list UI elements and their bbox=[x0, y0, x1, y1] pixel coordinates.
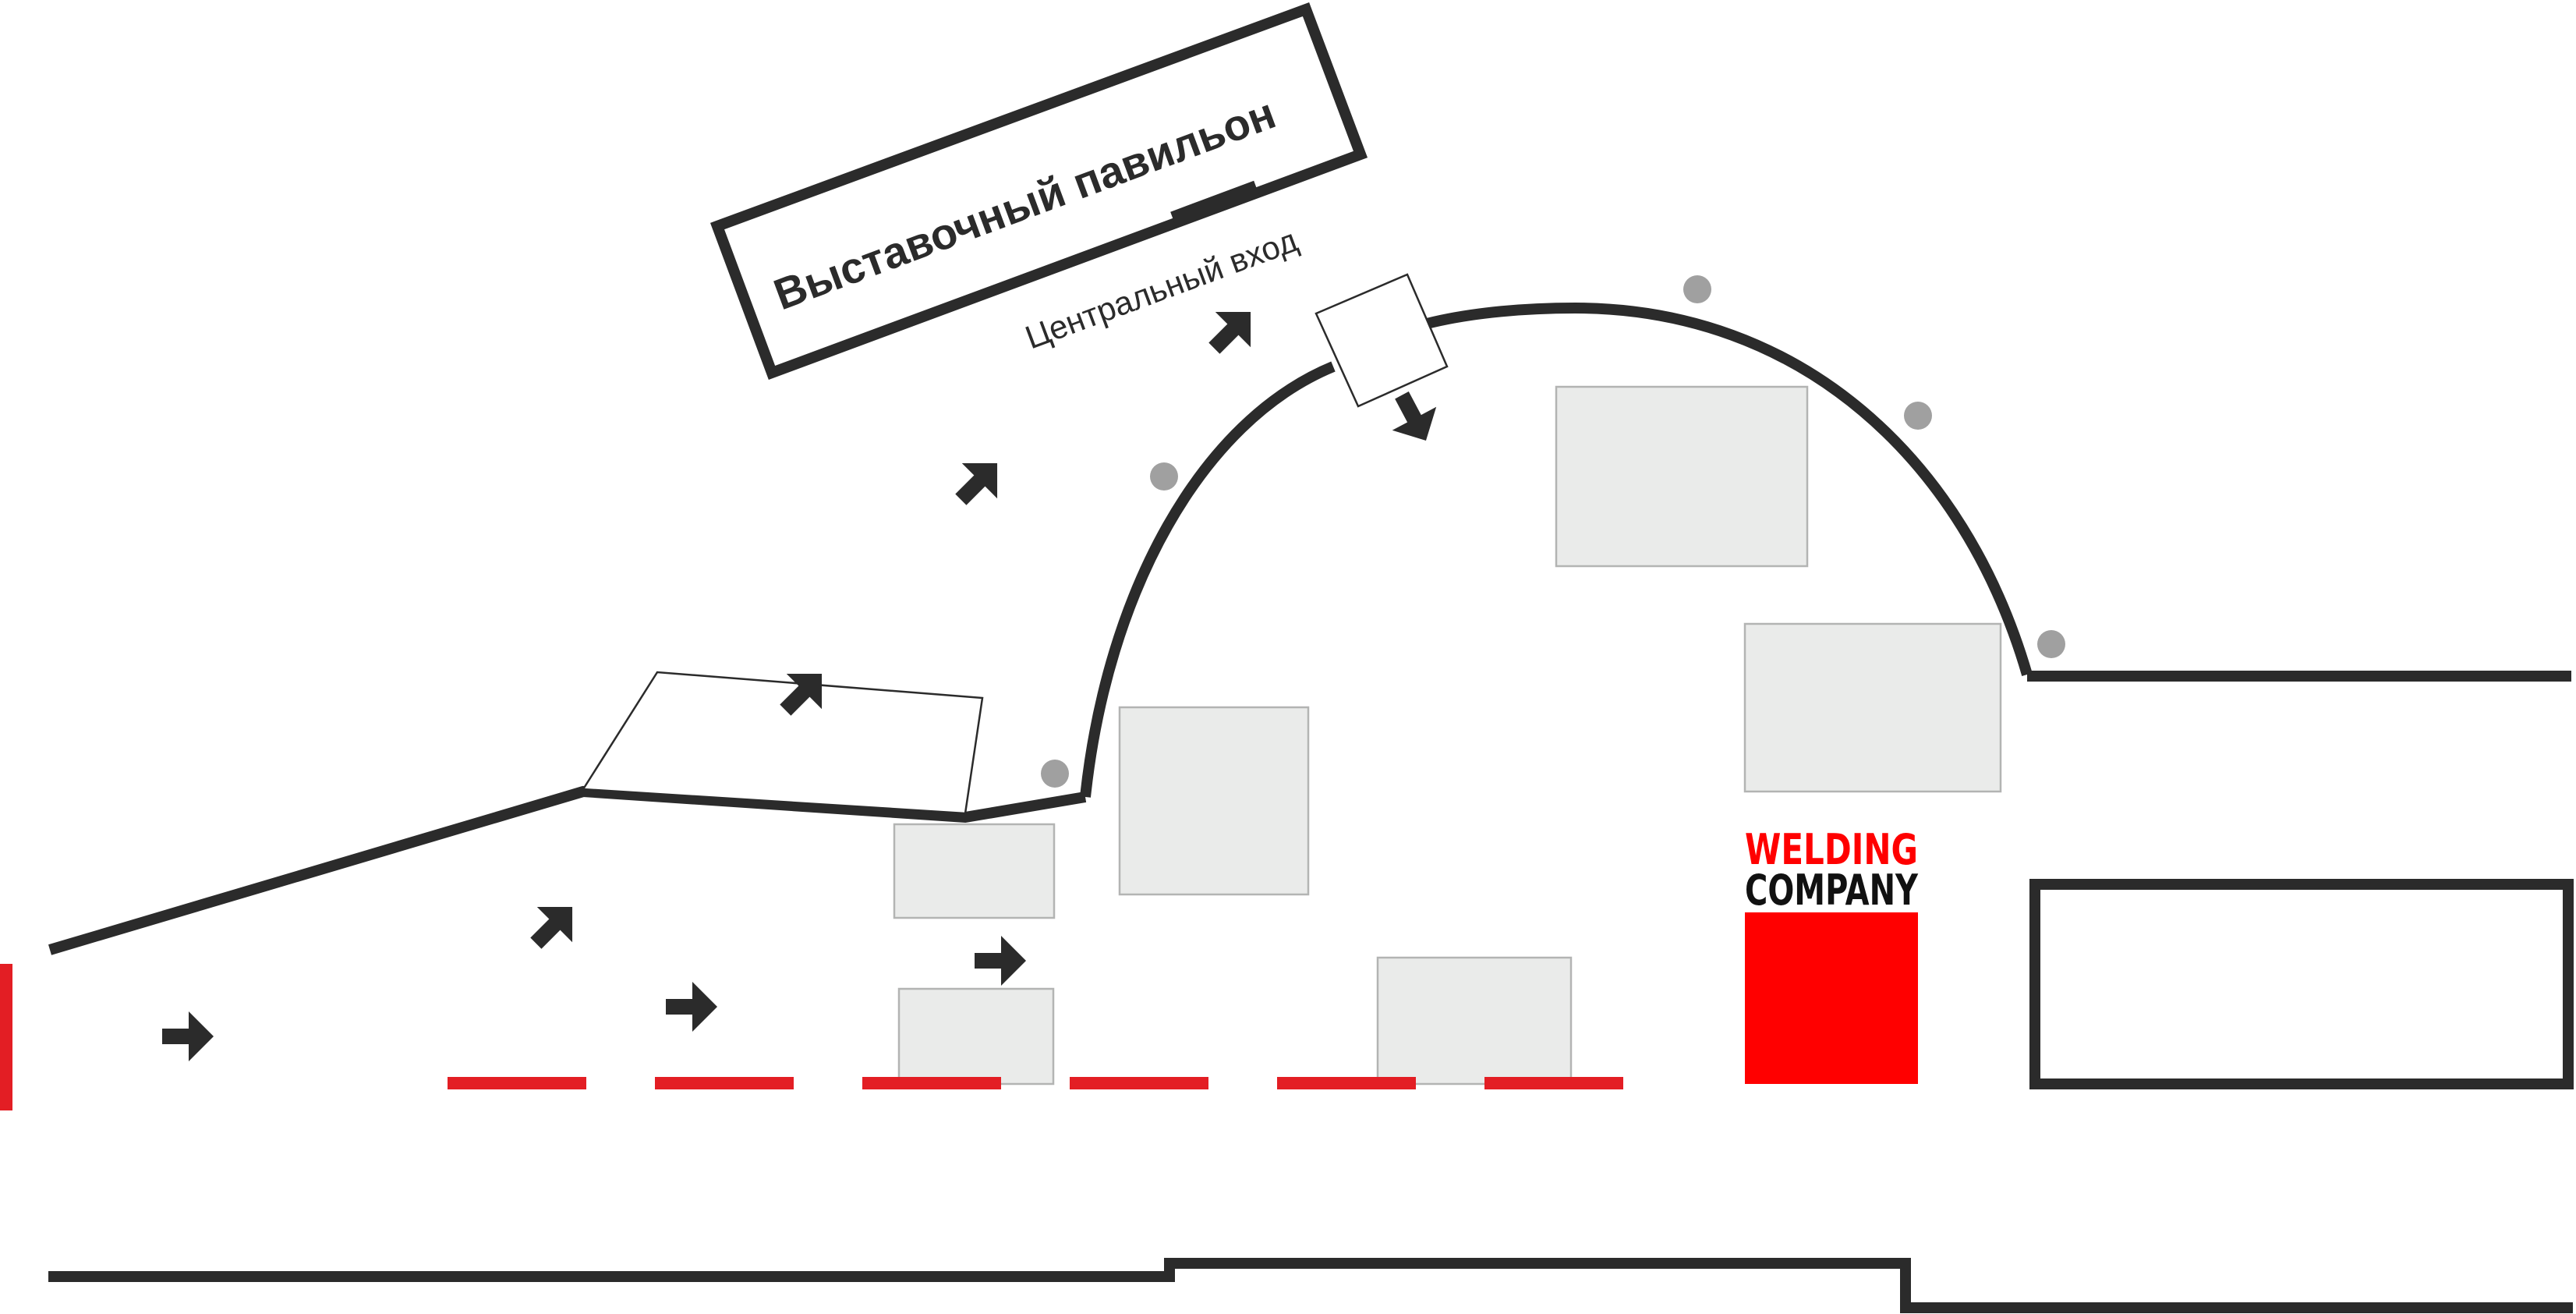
arrow-icon bbox=[666, 982, 717, 1032]
logo-welding: WELDING bbox=[1745, 825, 1918, 874]
pavilion-entrance-door bbox=[1170, 180, 1260, 228]
barrier-segment bbox=[1277, 1077, 1416, 1089]
dome-arc bbox=[1080, 302, 2033, 798]
circle-marker-icon bbox=[1150, 462, 1178, 491]
booth[interactable] bbox=[1743, 622, 2002, 793]
left-upper-wall bbox=[48, 785, 1087, 955]
arrow-icon bbox=[975, 936, 1026, 986]
arrow-icon bbox=[518, 889, 590, 962]
circle-marker-icon bbox=[2037, 630, 2065, 658]
bottom-wall bbox=[48, 1258, 2573, 1313]
welding-company-booth[interactable] bbox=[1745, 912, 1918, 1084]
barrier-line bbox=[0, 964, 1623, 1110]
booths bbox=[893, 385, 2002, 1086]
logo-company: COMPANY bbox=[1745, 866, 1919, 915]
barrier-segment bbox=[448, 1077, 586, 1089]
right-building bbox=[2029, 879, 2574, 1089]
tent-structure bbox=[581, 671, 984, 815]
arrow-icon bbox=[1196, 294, 1269, 367]
booth[interactable] bbox=[1376, 956, 1573, 1086]
dome-entrance-kiosk bbox=[1315, 273, 1449, 408]
booth[interactable] bbox=[1555, 385, 1809, 568]
circle-marker-icon bbox=[1683, 275, 1711, 303]
barrier-segment bbox=[1484, 1077, 1623, 1089]
barrier-segment bbox=[655, 1077, 794, 1089]
boundary-walls bbox=[48, 671, 2574, 1313]
booth[interactable] bbox=[897, 987, 1055, 1086]
booth[interactable] bbox=[1118, 706, 1310, 896]
barrier-segment bbox=[1070, 1077, 1208, 1089]
booth[interactable] bbox=[893, 823, 1056, 919]
arrow-icon bbox=[1379, 383, 1449, 453]
barrier-segment bbox=[862, 1077, 1001, 1089]
welding-company-stand[interactable]: WELDING COMPANY bbox=[1745, 825, 1919, 1084]
markers bbox=[1041, 275, 2065, 788]
circle-marker-icon bbox=[1041, 760, 1069, 788]
circle-marker-icon bbox=[1904, 402, 1932, 430]
barrier-segment bbox=[0, 964, 12, 1110]
central-entrance-label: Центральный вход bbox=[1021, 221, 1303, 356]
arrow-icon bbox=[162, 1011, 214, 1061]
arrow-icon bbox=[943, 445, 1015, 518]
exhibition-pavilion: Выставочный павильон Центральный вход bbox=[709, 2, 1368, 380]
